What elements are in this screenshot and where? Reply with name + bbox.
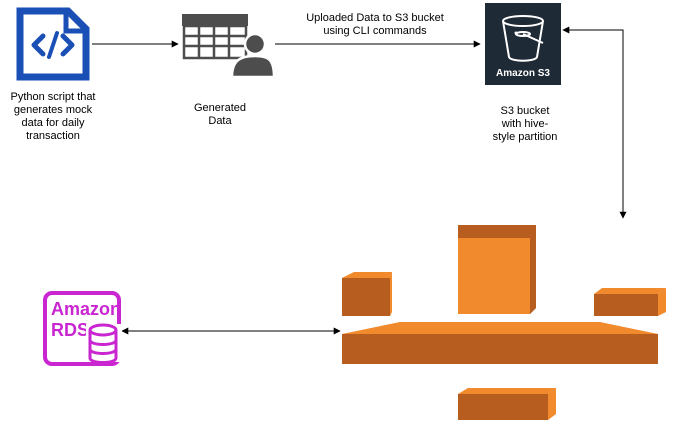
generated-data-label: Generated Data (194, 102, 246, 127)
table-user-icon (182, 14, 274, 78)
s3-bucket-icon (485, 3, 561, 85)
rds-logo-line2: RDS (51, 320, 89, 340)
rds-logo-line1: Amazon (51, 299, 121, 319)
upload-edge-label: Uploaded Data to S3 bucket using CLI com… (306, 12, 444, 37)
edge-s3-to-glue (562, 26, 627, 219)
python-script-label: Python script that generates mock data f… (10, 91, 96, 142)
s3-bucket-label: S3 bucket with hive- style partition (492, 105, 558, 143)
s3-title: Amazon S3 (496, 68, 550, 79)
code-file-icon (16, 7, 90, 81)
aws-glue-icon (342, 225, 666, 420)
amazon-rds-icon: Amazon RDS (43, 291, 122, 366)
